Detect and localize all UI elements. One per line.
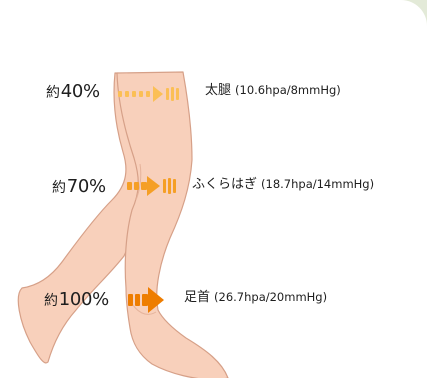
label-value: (26.7hpa/20mmHg) <box>214 290 327 304</box>
label-ankle: 足首 (26.7hpa/20mmHg) <box>184 289 327 306</box>
label-name: 太腿 <box>205 83 231 98</box>
percent-calf: 約70% <box>52 177 106 198</box>
label-name: 足首 <box>184 290 210 305</box>
kanji-prefix: 約 <box>46 85 60 101</box>
percent-value: 70% <box>67 176 106 197</box>
percent-thigh: 約40% <box>46 82 100 103</box>
percent-value: 40% <box>61 81 100 102</box>
label-value: (18.7hpa/14mmHg) <box>261 177 374 191</box>
kanji-prefix: 約 <box>52 180 66 196</box>
percent-ankle: 約100% <box>44 290 109 311</box>
label-thigh: 太腿 (10.6hpa/8mmHg) <box>205 82 341 99</box>
label-value: (10.6hpa/8mmHg) <box>235 83 341 97</box>
front-leg <box>117 72 228 378</box>
label-name: ふくらはぎ <box>192 177 257 192</box>
label-calf: ふくらはぎ (18.7hpa/14mmHg) <box>192 176 374 193</box>
percent-value: 100% <box>59 289 109 310</box>
kanji-prefix: 約 <box>44 293 58 309</box>
